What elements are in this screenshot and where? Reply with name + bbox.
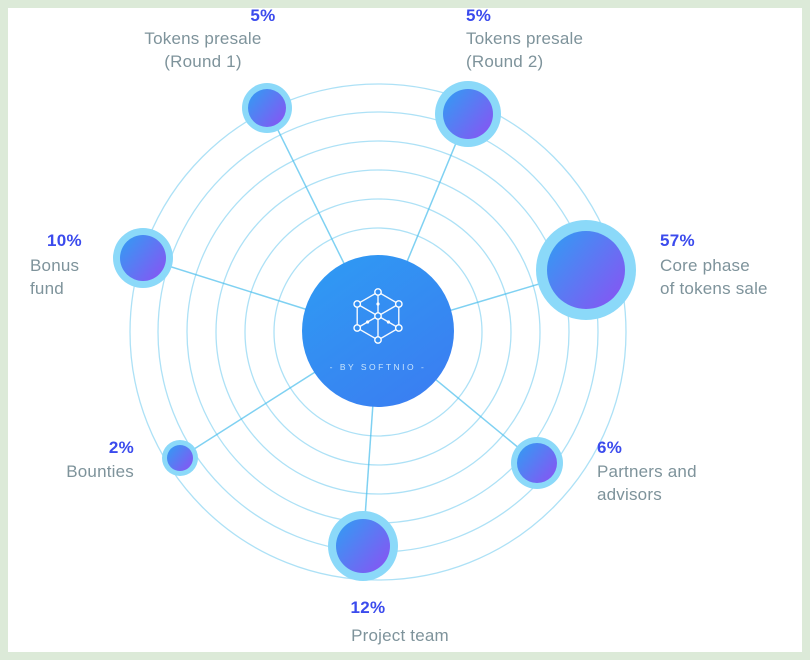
label-bounties: Bounties [66, 462, 134, 481]
label-core-phase: Core phase of tokens sale [660, 256, 768, 298]
label-bonus-fund: Bonus fund [30, 256, 80, 298]
label-project-team: Project team [351, 626, 449, 645]
orbit-ring [244, 198, 512, 466]
orbit-ring [273, 227, 483, 437]
node-circle [167, 445, 193, 471]
label-presale-round-1: Tokens presale (Round 1) [144, 29, 262, 71]
percent-partners-advisors: 6% [597, 438, 623, 457]
node-presale-round-1 [242, 83, 292, 133]
percent-bonus-fund: 10% [47, 231, 82, 250]
percent-bounties: 2% [108, 438, 134, 457]
node-circle [120, 235, 166, 281]
brand-text: - BY SOFTNIO - [330, 362, 427, 372]
center-node: - BY SOFTNIO - [302, 255, 454, 407]
orbit-ring [129, 83, 627, 581]
percent-presale-round-2: 5% [466, 6, 492, 25]
hex-network-icon [353, 288, 403, 344]
node-partners-advisors [511, 437, 563, 489]
node-presale-round-2 [435, 81, 501, 147]
node-bonus-fund [113, 228, 173, 288]
node-circle [517, 443, 557, 483]
percent-core-phase: 57% [660, 231, 695, 250]
node-circle [547, 231, 625, 309]
node-core-phase [536, 220, 636, 320]
node-circle [443, 89, 493, 139]
node-bounties [162, 440, 198, 476]
orbit-rings [129, 83, 627, 581]
percent-presale-round-1: 5% [250, 6, 276, 25]
node-project-team [328, 511, 398, 581]
node-circle [336, 519, 390, 573]
orbit-ring [215, 169, 541, 495]
node-circle [248, 89, 286, 127]
percent-project-team: 12% [350, 598, 386, 617]
label-presale-round-2: Tokens presale (Round 2) [466, 29, 584, 71]
label-partners-advisors: Partners and advisors [597, 462, 697, 504]
